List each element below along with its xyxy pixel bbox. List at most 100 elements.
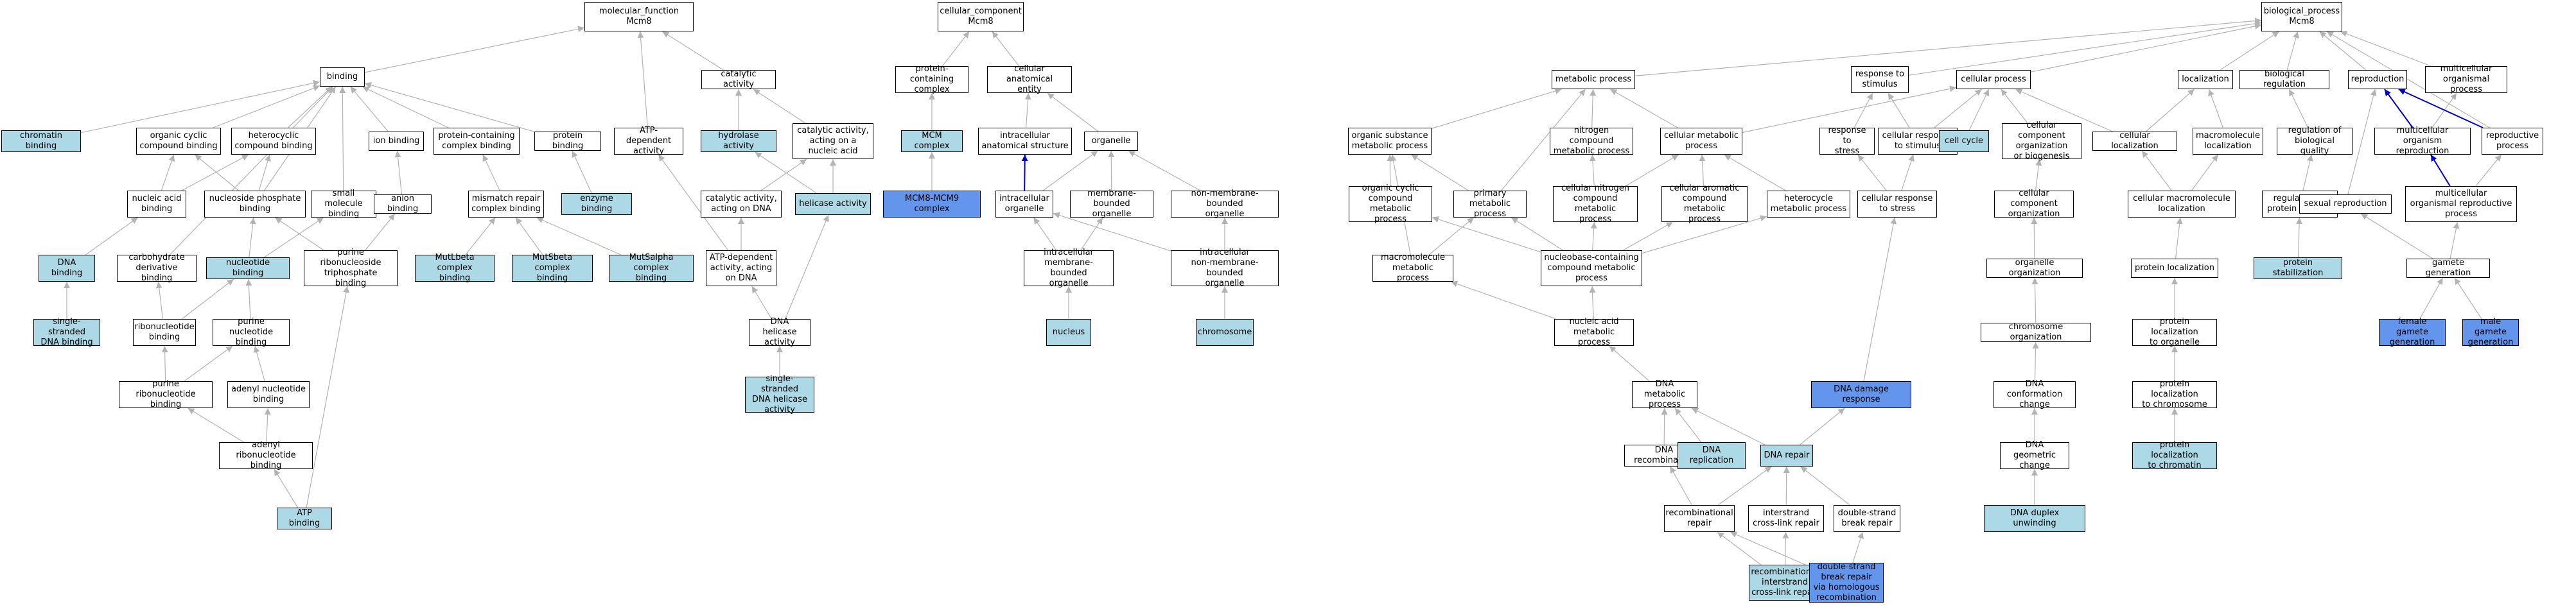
go-term-cell-nitrogen-met[interactable]: cellular nitrogen compound metabolic pro…	[1553, 184, 1638, 224]
go-term-helicase[interactable]: helicase activity	[795, 193, 871, 215]
go-term-chromosome[interactable]: chromosome	[1196, 319, 1254, 346]
go-term-nucleic-acid-met[interactable]: nucleic acid metabolic process	[1554, 317, 1634, 347]
go-term-protein-loc-chromosome[interactable]: protein localization to chromosome	[2132, 379, 2217, 409]
go-term-nucleoside-phosphate-binding[interactable]: nucleoside phosphate binding	[204, 191, 306, 218]
go-term-recombinational-repair[interactable]: recombinational repair	[1664, 505, 1735, 532]
go-term-nucleobase-met[interactable]: nucleobase-containing compound metabolic…	[1541, 250, 1642, 286]
go-term-cat-dna[interactable]: catalytic activity, acting on DNA	[701, 191, 782, 218]
go-term-dna-geometric[interactable]: DNA geometric change	[2000, 440, 2069, 470]
go-term-organelle-org[interactable]: organelle organization	[1986, 258, 2083, 278]
go-term-primary-metabolic[interactable]: primary metabolic process	[1453, 189, 1527, 219]
go-term-org-cyclic[interactable]: organic cyclic compound binding	[136, 128, 221, 155]
go-term-cell-comp-org[interactable]: cellular component organization	[1994, 189, 2074, 219]
go-term-metabolic[interactable]: metabolic process	[1552, 70, 1635, 89]
go-term-dna-metabolic[interactable]: DNA metabolic process	[1632, 379, 1697, 409]
go-term-localization[interactable]: localization	[2178, 70, 2233, 89]
go-term-nucleus[interactable]: nucleus	[1046, 319, 1091, 346]
go-term-female-gamete[interactable]: female gamete generation	[2379, 317, 2446, 347]
go-term-response-stimulus[interactable]: response to stimulus	[1851, 66, 1909, 93]
go-term-chromosome-org[interactable]: chromosome organization	[1981, 322, 2091, 342]
go-term-male-gamete[interactable]: male gamete generation	[2462, 317, 2519, 347]
go-term-cat-nucleic[interactable]: catalytic activity, acting on a nucleic …	[793, 123, 873, 159]
go-term-cell-macromol-localization[interactable]: cellular macromolecule localization	[2128, 191, 2236, 218]
go-term-intracell-anat[interactable]: intracellular anatomical structure	[978, 128, 1072, 155]
go-term-hydrolase[interactable]: hydrolase activity	[701, 130, 776, 152]
go-term-dna-conformation[interactable]: DNA conformation change	[1993, 379, 2076, 409]
go-term-cell-comp-org-biogen[interactable]: cellular component organization or bioge…	[2002, 121, 2081, 161]
go-term-interstrand-crosslink[interactable]: interstrand cross-link repair	[1748, 505, 1824, 532]
go-term-cell-aromatic-met[interactable]: cellular aromatic compound metabolic pro…	[1661, 184, 1748, 224]
go-term-reproductive-process[interactable]: reproductive process	[2482, 128, 2543, 155]
go-term-atp-dep[interactable]: ATP-dependent activity	[614, 126, 683, 156]
go-term-dna-repair[interactable]: DNA repair	[1760, 445, 1813, 467]
go-term-cellular-localization[interactable]: cellular localization	[2092, 131, 2177, 151]
go-term-ion-binding[interactable]: ion binding	[369, 132, 424, 151]
go-term-dna-helicase[interactable]: DNA helicase activity	[749, 317, 810, 347]
go-term-intracell-mb-org[interactable]: intracellular membrane-bounded organelle	[1024, 248, 1114, 288]
go-term-nucleotide-binding[interactable]: nucleotide binding	[206, 257, 290, 279]
go-term-cellular-process[interactable]: cellular process	[1956, 70, 2031, 89]
go-term-mcm8-mcm9[interactable]: MCM8-MCM9 complex	[883, 191, 981, 218]
go-term-anion-binding[interactable]: anion binding	[374, 194, 432, 214]
go-term-purine-ribonucleotide[interactable]: purine ribonucleotide binding	[119, 379, 213, 409]
go-term-membrane-bounded[interactable]: membrane-bounded organelle	[1070, 189, 1153, 219]
go-term-chromatin-binding[interactable]: chromatin binding	[1, 130, 81, 152]
go-term-response-stress[interactable]: response to stress	[1819, 126, 1875, 156]
go-term-cell-response-stress[interactable]: cellular response to stress	[1857, 191, 1937, 218]
go-term-protein-containing-binding[interactable]: protein-containing complex binding	[434, 128, 520, 155]
go-term-organelle[interactable]: organelle	[1084, 132, 1138, 151]
go-term-macromol-localization[interactable]: macromolecule localization	[2193, 128, 2263, 155]
go-term-mutsbeta[interactable]: MutSbeta complex binding	[512, 253, 593, 283]
go-term-enzyme-binding[interactable]: enzyme binding	[561, 193, 632, 215]
go-term-org-cyclic-met[interactable]: organic cyclic compound metabolic proces…	[1349, 184, 1432, 224]
go-term-cell-anat-entity[interactable]: cellular anatomical entity	[987, 64, 1072, 94]
go-term-mutlbeta[interactable]: MutLbeta complex binding	[415, 253, 495, 283]
go-term-multicell-org-reproduction[interactable]: multicellular organism reproduction	[2374, 126, 2471, 156]
go-term-mf-root[interactable]: molecular_function Mcm8	[584, 2, 694, 31]
go-term-protein-binding[interactable]: protein binding	[534, 131, 601, 151]
go-term-purine-ribonucleoside-tp[interactable]: purine ribonucleoside triphosphate bindi…	[304, 248, 398, 288]
go-term-binding[interactable]: binding	[320, 67, 365, 87]
go-term-atp-dep-dna[interactable]: ATP-dependent activity, acting on DNA	[706, 250, 776, 286]
go-term-adenyl-nucleotide[interactable]: adenyl nucleotide binding	[227, 381, 310, 408]
go-term-macromol-met[interactable]: macromolecule metabolic process	[1372, 253, 1453, 283]
go-term-cellular-metabolic[interactable]: cellular metabolic process	[1660, 128, 1742, 155]
go-term-protein-localization[interactable]: protein localization	[2131, 259, 2218, 278]
go-term-protein-loc-organelle[interactable]: protein localization to organelle	[2132, 317, 2217, 347]
go-term-sexual-reproduction[interactable]: sexual reproduction	[2299, 194, 2392, 214]
go-term-nucleic-acid-binding[interactable]: nucleic acid binding	[127, 191, 186, 218]
go-term-catalytic[interactable]: catalytic activity	[701, 69, 776, 89]
go-term-adenyl-ribonucleotide[interactable]: adenyl ribonucleotide binding	[219, 440, 313, 470]
go-term-small-molecule-binding[interactable]: small molecule binding	[311, 189, 376, 219]
go-term-non-membrane-bounded[interactable]: non-membrane-bounded organelle	[1171, 189, 1279, 219]
go-term-nitrogen-compound-met[interactable]: nitrogen compound metabolic process	[1550, 126, 1633, 156]
go-term-heterocyclic[interactable]: heterocyclic compound binding	[231, 128, 316, 155]
go-term-dna-binding[interactable]: DNA binding	[39, 255, 95, 282]
go-term-atp-binding[interactable]: ATP binding	[277, 508, 332, 529]
go-term-gamete-generation[interactable]: gamete generation	[2406, 258, 2490, 278]
go-term-mcm-complex[interactable]: MCM complex	[901, 130, 963, 152]
go-term-intracell-organelle[interactable]: intracellular organelle	[995, 191, 1053, 218]
go-term-dsb-repair[interactable]: double-strand break repair	[1834, 505, 1900, 532]
go-term-purine-nucleotide-binding[interactable]: purine nucleotide binding	[213, 317, 290, 347]
go-term-dna-replication[interactable]: DNA replication	[1678, 442, 1746, 469]
go-term-heterocycle-met[interactable]: heterocycle metabolic process	[1767, 191, 1850, 218]
go-term-cc-root[interactable]: cellular_component Mcm8	[938, 2, 1024, 31]
go-term-multicell-org-repro-process[interactable]: multicellular organismal reproductive pr…	[2405, 186, 2517, 222]
go-term-multicell-organismal[interactable]: multicellular organismal process	[2425, 64, 2507, 94]
go-term-dsb-homologous[interactable]: double-strand break repair via homologou…	[1809, 562, 1884, 603]
go-term-regulation-bio-quality[interactable]: regulation of biological quality	[2277, 126, 2353, 156]
go-term-bio-regulation[interactable]: biological regulation	[2239, 69, 2329, 89]
go-term-intracell-nmb-org[interactable]: intracellular non-membrane-bounded organ…	[1171, 248, 1279, 288]
go-term-mutsalpha[interactable]: MutSalpha complex binding	[609, 253, 694, 283]
go-term-cell-cycle[interactable]: cell cycle	[1939, 130, 1989, 152]
go-term-dna-damage-response[interactable]: DNA damage response	[1811, 381, 1911, 408]
go-term-ribonucleotide-binding[interactable]: ribonucleotide binding	[133, 319, 196, 346]
go-term-protein-loc-chromatin[interactable]: protein localization to chromatin	[2132, 440, 2217, 470]
go-term-mismatch-repair-binding[interactable]: mismatch repair complex binding	[468, 191, 544, 218]
go-term-ss-dna-helicase[interactable]: single-stranded DNA helicase activity	[745, 374, 814, 415]
go-term-reproduction[interactable]: reproduction	[2348, 70, 2407, 89]
go-term-bp-root[interactable]: biological_process Mcm8	[2261, 2, 2342, 31]
go-term-protein-stabilization[interactable]: protein stabilization	[2254, 257, 2342, 279]
go-term-dna-duplex-unwinding[interactable]: DNA duplex unwinding	[1984, 505, 2085, 532]
